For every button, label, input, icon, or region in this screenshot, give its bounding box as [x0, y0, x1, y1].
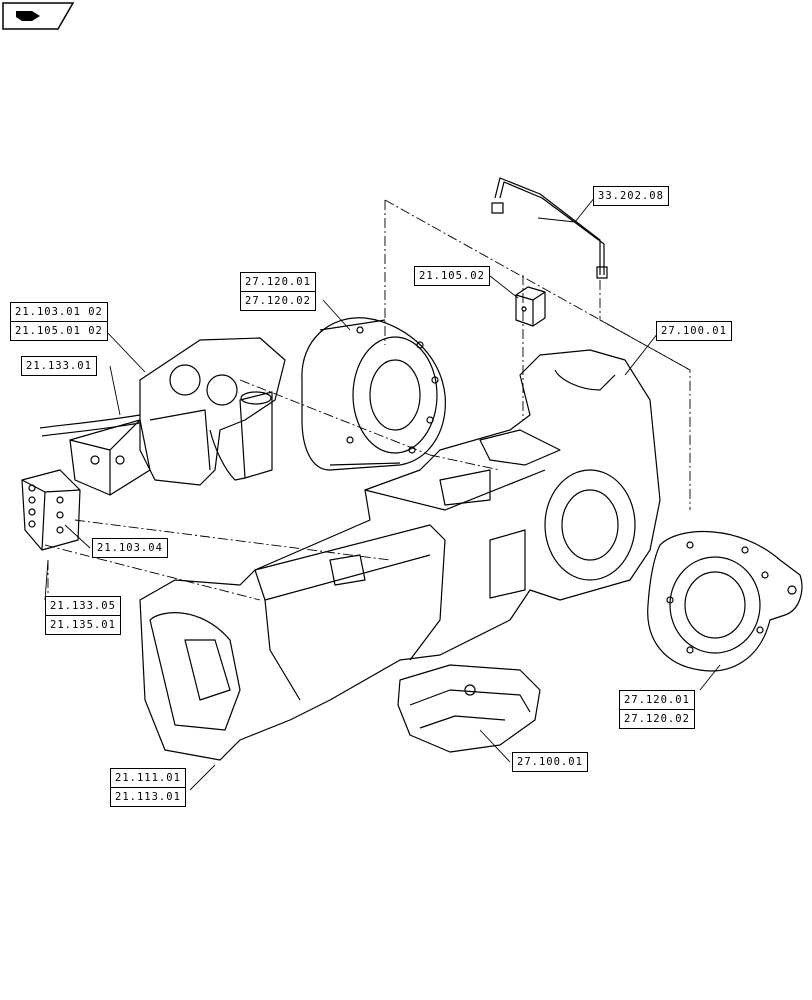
- callout-label: 21.105.01 02: [11, 321, 107, 340]
- valve-stack: [21, 469, 81, 551]
- callout-label: 21.133.01: [26, 360, 92, 372]
- callout-label: 21.133.05: [50, 600, 116, 612]
- callout-label: 27.120.01: [624, 694, 690, 706]
- side-cover-right: [647, 530, 803, 672]
- callout-label: 27.100.01: [661, 325, 727, 337]
- valve-block: [515, 286, 546, 327]
- callout-valve-stack-parts[interactable]: 21.133.05 21.135.01: [45, 596, 121, 635]
- callout-label: 21.103.04: [97, 542, 163, 554]
- bell-housing-cover-top: [301, 317, 446, 471]
- callout-transmission-housing[interactable]: 21.111.01 21.113.01: [110, 768, 186, 807]
- callout-label: 27.100.01: [517, 756, 583, 768]
- callout-label: 27.120.02: [241, 291, 315, 310]
- callout-bell-housing-top[interactable]: 27.120.01 27.120.02: [240, 272, 316, 311]
- callout-label: 21.103.01 02: [15, 306, 103, 318]
- callout-label: 27.120.01: [245, 276, 311, 288]
- callout-oil-pan[interactable]: 27.100.01: [512, 752, 588, 772]
- hydraulic-pipe: [491, 177, 608, 279]
- oil-pan: [397, 664, 541, 753]
- control-valve-block: [69, 419, 151, 496]
- center-lines: [44, 199, 691, 630]
- callout-label: 21.135.01: [46, 615, 120, 634]
- callout-label: 21.105.02: [419, 270, 485, 282]
- callout-label: 33.202.08: [598, 190, 664, 202]
- callout-hydraulic-pump[interactable]: 21.103.01 02 21.105.01 02: [10, 302, 108, 341]
- leader-lines: [44, 196, 721, 791]
- callout-label: 21.111.01: [115, 772, 181, 784]
- callout-valve-stack[interactable]: 21.103.04: [92, 538, 168, 558]
- callout-valve-block[interactable]: 21.105.02: [414, 266, 490, 286]
- transmission-housing: [139, 349, 661, 761]
- hydraulic-pump-assembly: [39, 337, 286, 486]
- previous-page-arrow-icon[interactable]: [2, 2, 74, 30]
- callout-side-cover-right[interactable]: 27.120.01 27.120.02: [619, 690, 695, 729]
- callout-pipe[interactable]: 33.202.08: [593, 186, 669, 206]
- callout-label: 27.120.02: [620, 709, 694, 728]
- callout-control-valve[interactable]: 21.133.01: [21, 356, 97, 376]
- callout-label: 21.113.01: [111, 787, 185, 806]
- callout-housing-top[interactable]: 27.100.01: [656, 321, 732, 341]
